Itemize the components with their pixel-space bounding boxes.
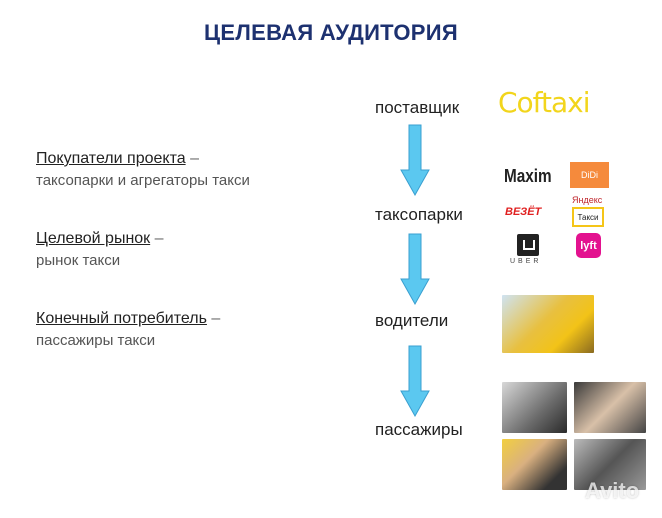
uber-logo-icon [517,234,539,256]
passenger-photo [574,382,646,433]
passenger-photo [502,439,567,490]
segment-heading: Конечный потребитель [36,310,207,327]
segment-target-market: Целевой рынок – рынок такси [36,230,164,269]
coftaxi-logo: Coftaxi [498,86,591,119]
passenger-photo [574,439,646,490]
segment-description: пассажиры такси [36,332,156,349]
segment-buyers: Покупатели проекта – таксопарки и агрега… [36,150,250,189]
vezet-logo: ВЕЗЁТ [505,206,542,218]
stage-taxi-fleets: таксопарки [375,205,463,224]
passenger-photo [502,382,567,433]
dash: – [211,310,221,327]
segment-description: таксопарки и агрегаторы такси [36,172,250,189]
stage-supplier: поставщик [375,98,460,117]
lyft-logo: lyft [576,233,601,258]
segment-heading: Покупатели проекта [36,150,186,167]
avito-watermark: Avito [585,478,640,503]
yandex-logo-top: Яндекс [572,195,603,205]
dash: – [154,230,164,247]
segment-description: рынок такси [36,252,121,269]
didi-logo: DiDi [570,162,609,188]
arrow-down-icon [400,233,430,305]
maxim-logo: Maxim [504,166,552,186]
driver-photo [502,295,594,353]
arrow-down-icon [400,124,430,196]
uber-logo: UBER [510,258,542,265]
dash: – [190,150,199,167]
segment-end-consumer: Конечный потребитель – пассажиры такси [36,310,220,349]
stage-passengers: пассажиры [375,420,463,439]
slide-title: ЦЕЛЕВАЯ АУДИТОРИЯ [204,20,458,45]
arrow-down-icon [400,345,430,417]
yandex-taxi-logo: Такси [572,207,604,227]
segment-heading: Целевой рынок [36,230,151,247]
stage-drivers: водители [375,311,449,330]
